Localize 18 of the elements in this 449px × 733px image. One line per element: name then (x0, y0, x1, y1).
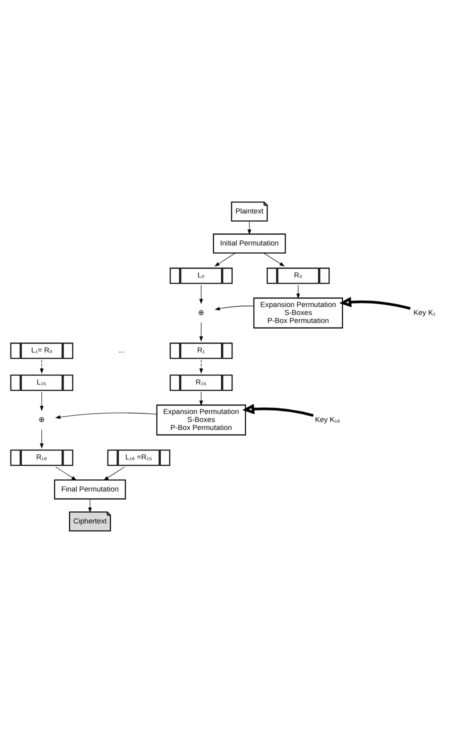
arrow (296, 284, 300, 299)
arrow (103, 466, 125, 480)
arrow (40, 360, 44, 374)
arrow (55, 412, 158, 419)
arrow (214, 306, 254, 310)
arrow (199, 360, 203, 374)
arrow (40, 392, 44, 412)
arrow (248, 220, 252, 235)
arrow (40, 429, 44, 449)
arrow (242, 404, 314, 417)
arrow (55, 466, 77, 480)
arrow (214, 252, 236, 266)
arrow (88, 498, 92, 513)
arrow (199, 392, 203, 406)
arrow (263, 252, 285, 266)
arrow (199, 322, 203, 342)
arrow (199, 284, 203, 304)
arrow (339, 296, 411, 310)
